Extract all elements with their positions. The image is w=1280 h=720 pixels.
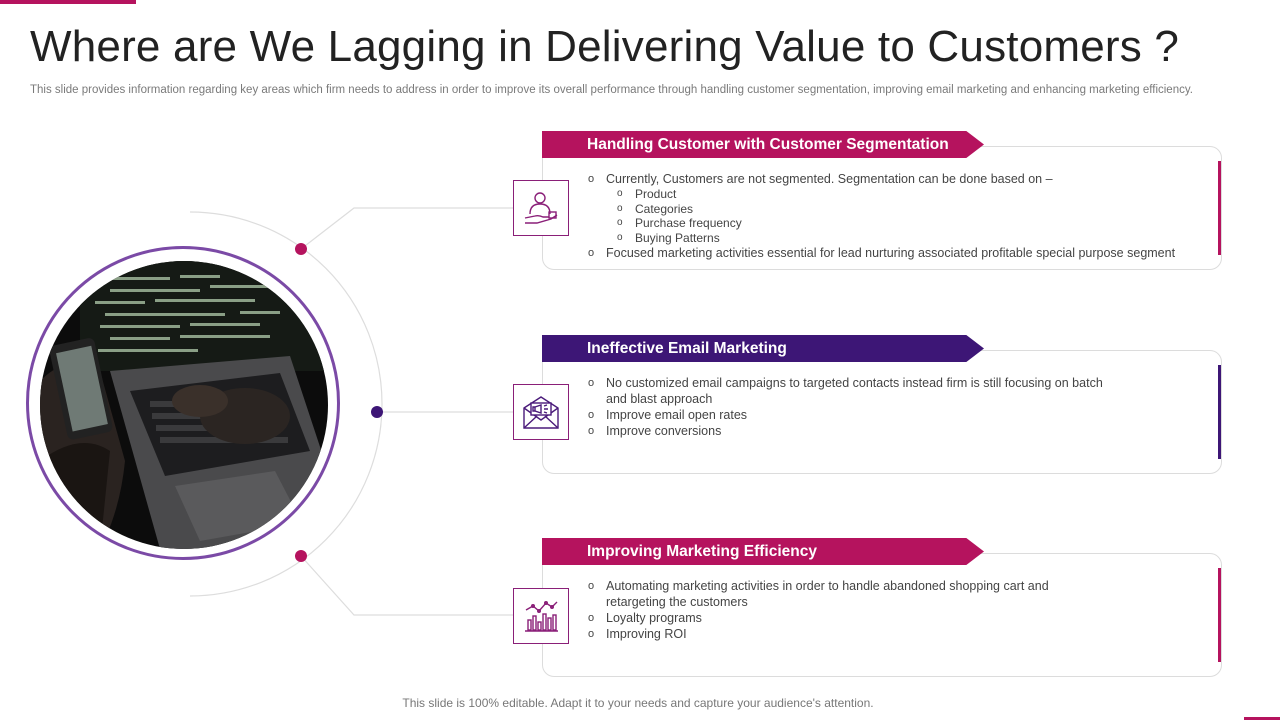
top-accent-bar [0, 0, 136, 4]
list-item: Improve email open rates [588, 407, 1103, 423]
continuation-text: and blast approach [606, 392, 713, 406]
sub-list-item: Purchase frequency [588, 216, 1175, 231]
list-item: Focused marketing activities essential f… [588, 245, 1175, 261]
list-item: Loyalty programs [588, 610, 1049, 626]
list-item: Currently, Customers are not segmented. … [588, 171, 1175, 187]
section-2-accent [1218, 365, 1221, 459]
section-1-bullets: Currently, Customers are not segmented. … [588, 171, 1175, 261]
list-item: Improve conversions [588, 423, 1103, 439]
laptop-photo [40, 261, 328, 549]
section-3-banner: Improving Marketing Efficiency [542, 538, 984, 565]
connector-dot-3 [295, 550, 307, 562]
list-item-continuation: and blast approach [588, 391, 1103, 407]
section-2-bullets: No customized email campaigns to targete… [588, 375, 1103, 439]
list-item: Automating marketing activities in order… [588, 578, 1049, 594]
section-1-banner: Handling Customer with Customer Segmenta… [542, 131, 984, 158]
page-title: Where are We Lagging in Delivering Value… [30, 22, 1180, 71]
section-3-bullets: Automating marketing activities in order… [588, 578, 1049, 642]
customer-hand-icon [513, 180, 569, 236]
list-item: Improving ROI [588, 626, 1049, 642]
connector-dot-2 [371, 406, 383, 418]
sub-list-item: Categories [588, 202, 1175, 217]
footer-note: This slide is 100% editable. Adapt it to… [402, 696, 874, 710]
connector-dot-1 [295, 243, 307, 255]
page-subtitle: This slide provides information regardin… [30, 84, 1193, 96]
bottom-accent-bar [1244, 717, 1280, 720]
sub-list-item: Product [588, 187, 1175, 202]
growth-chart-icon [513, 588, 569, 644]
continuation-text: retargeting the customers [606, 595, 748, 609]
email-megaphone-icon [513, 384, 569, 440]
section-2-banner: Ineffective Email Marketing [542, 335, 984, 362]
list-item-continuation: retargeting the customers [588, 594, 1049, 610]
section-1-accent [1218, 161, 1221, 255]
section-3-accent [1218, 568, 1221, 662]
sub-list-item: Buying Patterns [588, 231, 1175, 246]
list-item: No customized email campaigns to targete… [588, 375, 1103, 391]
